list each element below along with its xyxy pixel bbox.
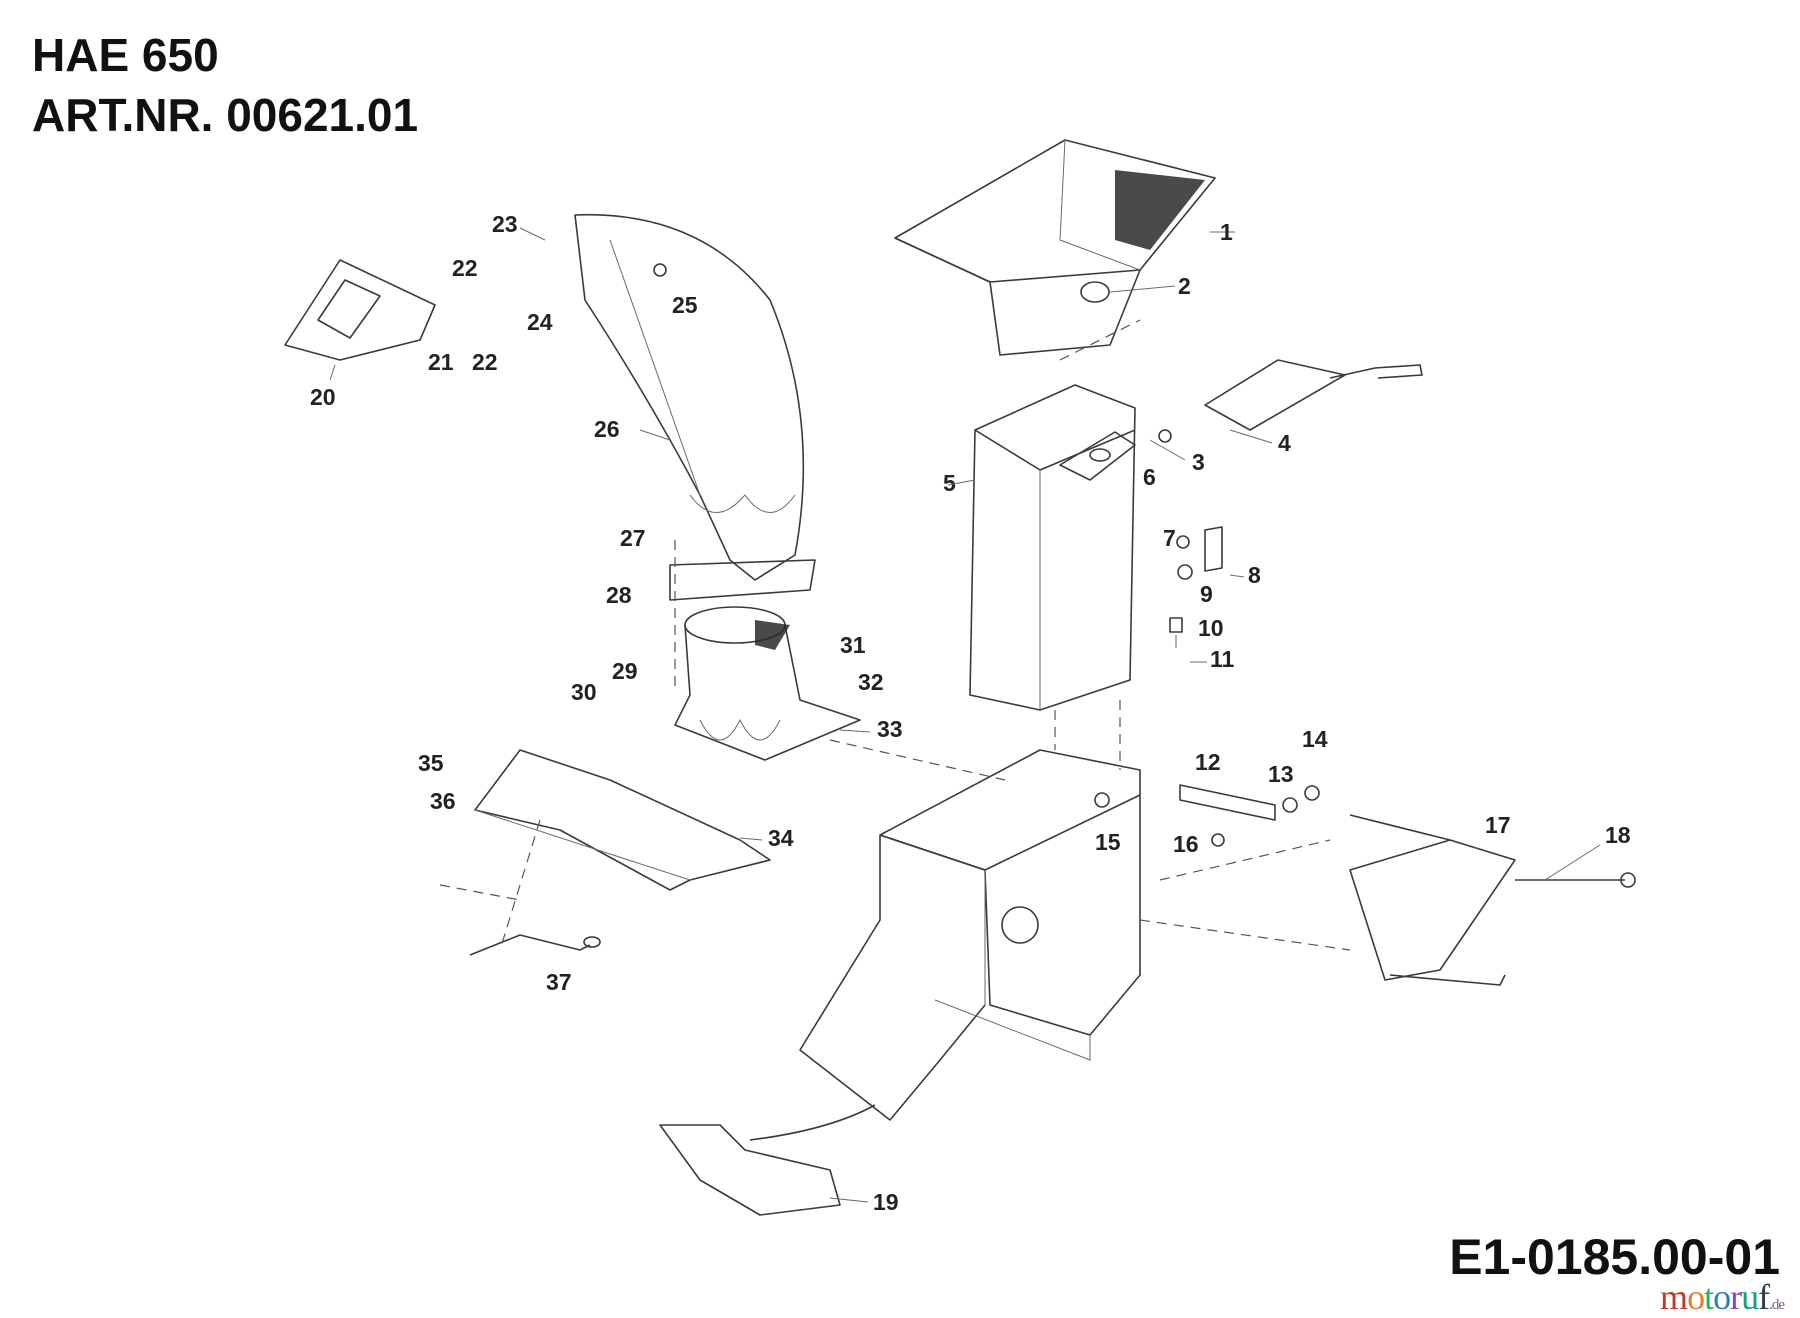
callout-15: 15 [1095,829,1121,855]
callout-25: 25 [672,292,698,318]
part-chute-base [674,606,861,761]
callout-10: 10 [1198,615,1224,641]
callout-32: 32 [858,669,884,695]
part-hopper [894,139,1235,356]
part-base-housing [799,749,1141,1121]
part-small-fasteners [1158,429,1223,648]
callout-28: 28 [606,582,632,608]
callout-labels: 1 2 3 4 5 6 7 8 9 10 11 12 13 14 15 16 1… [310,211,1631,1215]
callout-26: 26 [594,416,620,442]
part-cover-plate [1204,359,1423,431]
callout-2: 2 [1178,273,1191,299]
brand-wordmark: motoruf [1660,1277,1770,1317]
callout-23: 23 [492,211,518,237]
callout-33: 33 [877,716,903,742]
callout-13: 13 [1268,761,1294,787]
assembly-lines [439,319,1351,951]
brand-domain: .de [1769,1297,1785,1313]
callout-5: 5 [943,470,956,496]
callout-35: 35 [418,750,444,776]
callout-27: 27 [620,525,646,551]
callout-37: 37 [546,969,572,995]
callout-6: 6 [1143,464,1156,490]
callout-1: 1 [1220,219,1233,245]
brand-logo[interactable]: motoruf.de [1660,1276,1785,1318]
part-feed-chute [969,384,1136,711]
brand-letter: m [1660,1277,1688,1317]
part-pin [469,934,601,956]
callout-7: 7 [1163,525,1176,551]
part-bracket-and-bolts [1094,784,1320,847]
callout-18: 18 [1605,822,1631,848]
callout-17: 17 [1485,812,1511,838]
callout-20: 20 [310,384,336,410]
model-title: HAE 650 [32,29,219,81]
part-hopper-bolt [1080,281,1176,303]
callout-29: 29 [612,658,638,684]
part-flap [659,1104,876,1216]
callout-11: 11 [1210,646,1235,672]
brand-letter: f [1758,1277,1770,1317]
part-pusher-tray [1349,814,1636,986]
brand-letter: u [1741,1277,1759,1317]
callout-16: 16 [1173,831,1199,857]
callout-9: 9 [1200,581,1213,607]
callout-22-bottom: 22 [472,349,498,375]
part-handle-bracket [284,259,436,361]
callout-4: 4 [1278,430,1291,456]
callout-34: 34 [768,825,794,851]
part-guard-plate [474,749,771,891]
callout-3: 3 [1192,449,1205,475]
article-number: ART.NR. 00621.01 [32,89,419,141]
callout-8: 8 [1248,562,1261,588]
brand-letter: r [1730,1277,1742,1317]
callout-12: 12 [1195,749,1221,775]
brand-letter: o [1687,1277,1705,1317]
callout-19: 19 [873,1189,899,1215]
part-discharge-chute [574,213,816,601]
callout-14: 14 [1302,726,1328,752]
brand-letter: o [1713,1277,1731,1317]
leader-lines [329,227,1601,1203]
callout-22-top: 22 [452,255,478,281]
callout-24: 24 [527,309,553,335]
drawing-number: E1-0185.00-01 [1449,1229,1780,1285]
callout-21: 21 [428,349,454,375]
callout-36: 36 [430,788,456,814]
callout-30: 30 [571,679,597,705]
brand-letter: t [1704,1277,1714,1317]
callout-31: 31 [840,632,866,658]
